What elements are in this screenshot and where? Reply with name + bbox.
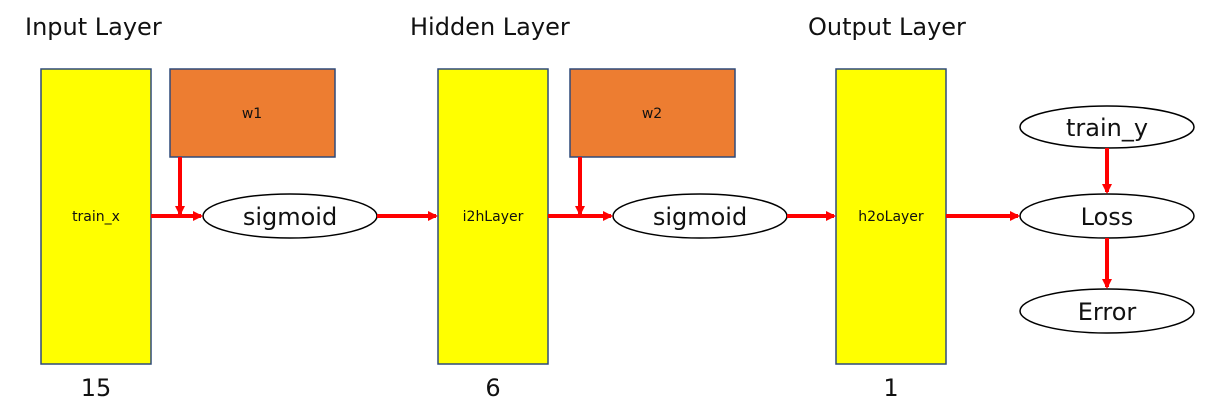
train-y-label: train_y: [1066, 114, 1148, 142]
error-label: Error: [1078, 298, 1137, 326]
w1-weight-box: [169, 68, 336, 158]
sigmoid-1-label: sigmoid: [243, 203, 337, 231]
w2-weight-box: [569, 68, 736, 158]
error-node: [1019, 288, 1195, 334]
output-layer-heading: Output Layer: [808, 13, 966, 41]
hidden-layer-label: i2hLayer: [463, 209, 524, 225]
output-layer-label: h2oLayer: [858, 209, 924, 225]
w2-weight-label: w2: [642, 106, 662, 122]
sigmoid-2-label: sigmoid: [653, 203, 747, 231]
hidden-layer-box: [437, 68, 549, 365]
input-layer-label: train_x: [72, 209, 120, 225]
output-layer-count: 1: [883, 374, 898, 402]
input-layer-count: 15: [81, 374, 112, 402]
hidden-layer-count: 6: [485, 374, 500, 402]
input-layer-box: [40, 68, 152, 365]
output-layer-box: [835, 68, 947, 365]
input-layer-heading: Input Layer: [25, 13, 162, 41]
loss-label: Loss: [1081, 203, 1134, 231]
w1-weight-label: w1: [242, 106, 262, 122]
hidden-layer-heading: Hidden Layer: [410, 13, 570, 41]
